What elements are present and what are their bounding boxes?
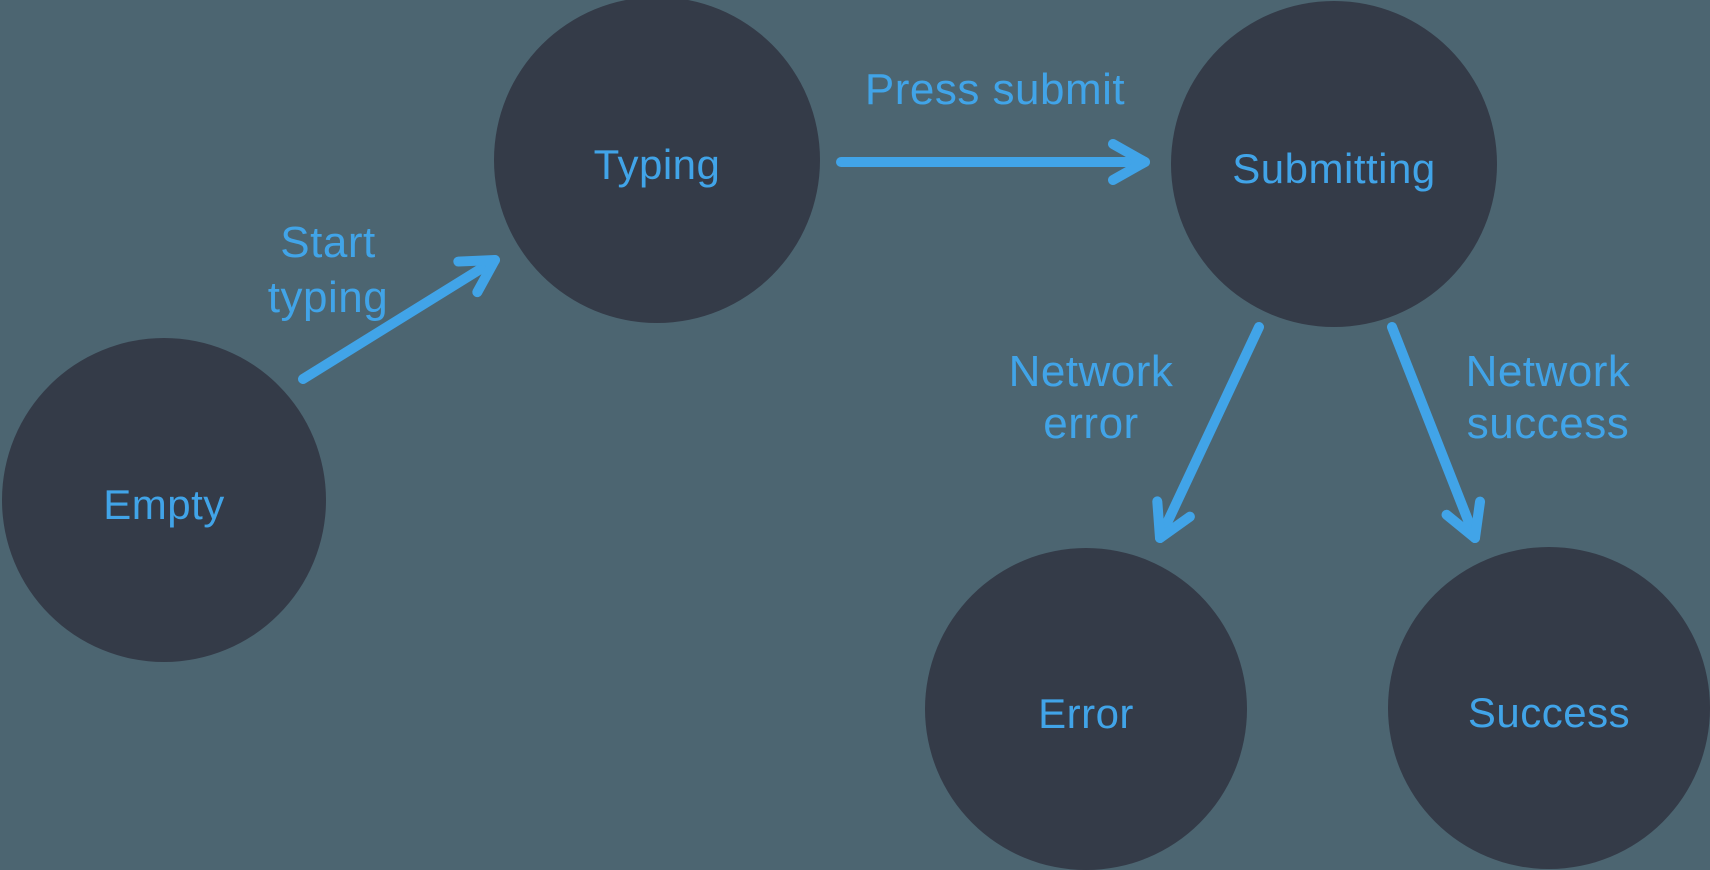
state-node-error: Error <box>925 548 1247 870</box>
transition-label-start-typing: Start typing <box>268 215 388 325</box>
state-label-submitting: Submitting <box>1232 145 1436 192</box>
arrow-submitting-to-success <box>1387 322 1486 543</box>
transition-label-line: Start <box>280 218 376 267</box>
transition-label-network-success: Network success <box>1466 346 1631 450</box>
state-node-submitting: Submitting <box>1171 1 1497 327</box>
state-label-typing: Typing <box>593 141 721 188</box>
transition-label-press-submit: Press submit <box>865 64 1125 116</box>
transition-label-line: success <box>1466 399 1630 448</box>
transition-label-line: Press submit <box>864 65 1126 114</box>
transition-label-line: Network <box>1008 347 1174 396</box>
transition-label-line: typing <box>267 273 389 322</box>
state-label-error: Error <box>1038 690 1134 737</box>
state-label-empty: Empty <box>103 481 225 528</box>
state-label-success: Success <box>1467 689 1631 736</box>
transition-label-line: error <box>1043 399 1139 448</box>
transition-label-line: Network <box>1465 347 1631 396</box>
transition-label-network-error: Network error <box>1009 346 1174 450</box>
state-node-success: Success <box>1388 547 1710 869</box>
arrow-submitting-to-error <box>1152 322 1264 543</box>
state-node-empty: Empty <box>2 338 326 662</box>
state-node-typing: Typing <box>494 0 820 323</box>
